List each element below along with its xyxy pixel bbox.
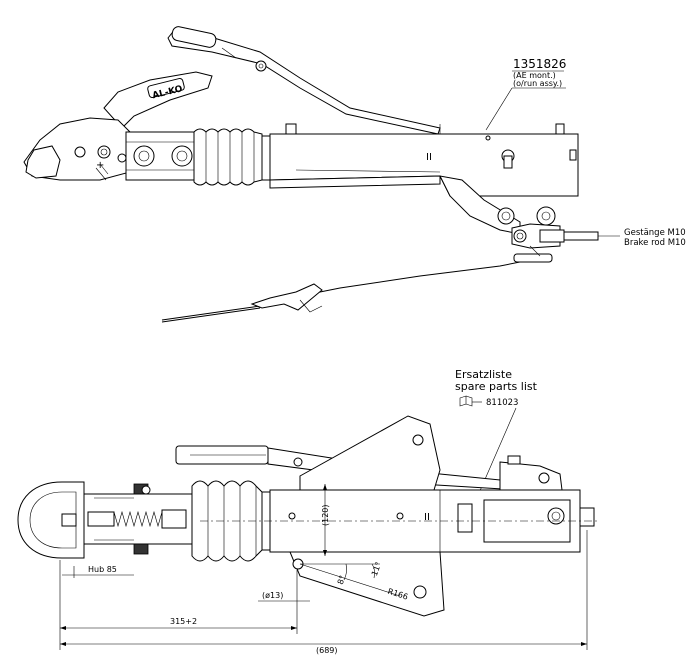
direction-arrow: + bbox=[96, 160, 104, 171]
dim-hole: (ø13) bbox=[262, 591, 283, 600]
drawbar-tube bbox=[125, 131, 195, 181]
spare-number: 811023 bbox=[486, 398, 518, 408]
assembly-de: (AE mont.) bbox=[513, 71, 556, 80]
brake-linkage bbox=[497, 206, 620, 249]
coupling-ball-cup bbox=[17, 481, 85, 559]
book-icon bbox=[459, 395, 482, 407]
overrun-housing: II bbox=[261, 123, 579, 235]
bellows bbox=[193, 128, 263, 186]
part-number: 1351826 bbox=[513, 57, 566, 71]
slot-mark-bottom: II bbox=[424, 512, 430, 523]
dim-angle-1: 8° bbox=[336, 574, 348, 586]
slot-mark-top: II bbox=[426, 152, 432, 163]
dim-total: (689) bbox=[316, 646, 338, 655]
spare-title-en: spare parts list bbox=[455, 380, 538, 393]
assembly-en: (o/run assy.) bbox=[513, 79, 562, 88]
side-view: AL-KO + bbox=[23, 26, 686, 323]
mounting-flanges bbox=[289, 415, 563, 617]
handbrake-lever bbox=[167, 26, 441, 135]
dim-315: 315+2 bbox=[170, 617, 197, 626]
dimensions: (689) 315+2 Hub 85 (ø13) (120) 8° bbox=[59, 484, 588, 655]
housing-plan: II bbox=[200, 489, 600, 553]
breakaway-cable bbox=[161, 245, 553, 323]
spare-title-de: Ersatzliste bbox=[455, 368, 512, 381]
coupling-head: AL-KO + bbox=[23, 71, 213, 181]
dim-height: (120) bbox=[321, 504, 330, 526]
dim-hub: Hub 85 bbox=[88, 565, 117, 574]
plan-view: Ersatzliste spare parts list 811023 bbox=[17, 368, 600, 655]
rod-label-en: Brake rod M10 bbox=[624, 238, 686, 248]
rod-label-de: Gestänge M10 bbox=[624, 228, 686, 238]
